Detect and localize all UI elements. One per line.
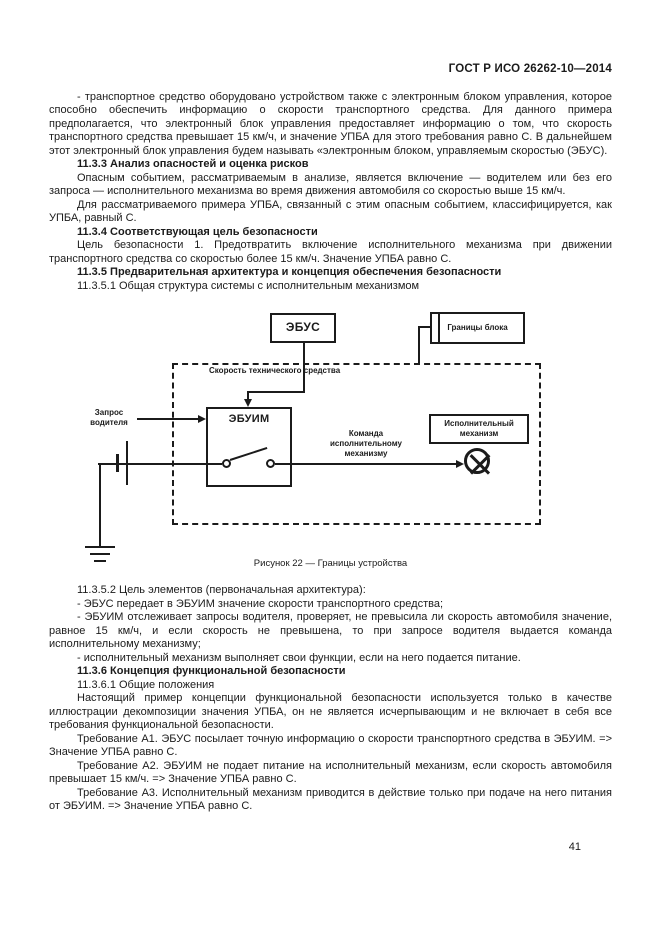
vehicle-speed-label: Скорость технического средства <box>209 366 341 375</box>
actuator-box: Исполнительный механизм <box>429 414 529 444</box>
list-item-ebus: - ЭБУС передает в ЭБУИМ значение скорост… <box>77 597 443 610</box>
driver-request-label: Запрос водителя <box>90 408 128 427</box>
paragraph-requirement-a2: Требование А2. ЭБУИМ не подает питание н… <box>49 759 612 786</box>
ebus-box-label: ЭБУС <box>285 320 321 335</box>
command-arrowhead-icon <box>456 460 464 468</box>
paragraph-safety-goal: Цель безопасности 1. Предотвратить включ… <box>49 239 612 265</box>
text-column: ГОСТ Р ИСО 26262-10—2014 - транспортное … <box>49 63 612 814</box>
ground-bar-3-icon <box>94 560 106 562</box>
speed-arrowhead-icon <box>244 399 252 407</box>
battery-long-plate-icon <box>126 441 128 485</box>
heading-11-3-6: 11.3.6 Концепция функциональной безопасн… <box>77 665 346 677</box>
driver-request-line <box>137 418 198 420</box>
ebus-arrow-stem <box>247 391 249 400</box>
paragraph-requirement-a3: Требование А3. Исполнительный механизм п… <box>49 786 612 813</box>
ground-drop-line <box>99 464 101 546</box>
ebus-box: ЭБУС <box>270 313 336 343</box>
paragraph-hazard-class: Для рассматриваемого примера УПБА, связа… <box>49 198 612 225</box>
paragraph-concept: Настоящий пример концепции функционально… <box>49 692 612 731</box>
device-boundary-dashed-rect <box>172 363 541 525</box>
ebuim-box-label: ЭБУИМ <box>228 413 270 425</box>
callout-connector-horizontal <box>418 326 430 328</box>
ebus-elbow-line <box>247 391 305 393</box>
switch-contact-right-icon <box>266 459 275 468</box>
paragraph-intro: - транспортное средство оборудовано устр… <box>49 90 612 157</box>
paragraph-11-3-6-1: 11.3.6.1 Общие положения <box>77 678 215 691</box>
paragraph-hazard-event: Опасным событием, рассматриваемым в анал… <box>49 171 612 198</box>
document-header: ГОСТ Р ИСО 26262-10—2014 <box>448 63 612 75</box>
actuator-command-label: Команда исполнительному механизму <box>330 429 402 458</box>
figure-caption: Рисунок 22 — Границы устройства <box>253 558 408 569</box>
paragraph-11-3-5-1: 11.3.5.1 Общая структура системы с испол… <box>77 279 420 292</box>
ebuim-box: ЭБУИМ <box>206 407 292 487</box>
wire-switch-to-actuator <box>275 463 456 465</box>
item-boundary-callout-label: Границы блока <box>447 323 508 332</box>
figure-22-diagram: ЭБУС Границы блока Скорость технического… <box>49 308 612 573</box>
list-item-actuator: - исполнительный механизм выполняет свои… <box>77 651 521 664</box>
callout-inner-edge <box>438 314 440 342</box>
list-item-ebuim: - ЭБУИМ отслеживает запросы водителя, пр… <box>49 611 612 650</box>
ebus-drop-line <box>303 343 305 392</box>
heading-11-3-3: 11.3.3 Анализ опасностей и оценка рисков <box>77 158 309 170</box>
heading-11-3-5: 11.3.5 Предварительная архитектура и кон… <box>77 266 502 278</box>
driver-request-arrowhead-icon <box>198 415 206 423</box>
switch-contact-left-icon <box>222 459 231 468</box>
heading-11-3-4: 11.3.4 Соответствующая цель безопасности <box>77 225 318 238</box>
item-boundary-callout-box: Границы блока <box>430 312 525 344</box>
battery-short-plate-icon <box>116 454 119 472</box>
paragraph-requirement-a1: Требование А1. ЭБУС посылает точную инфо… <box>49 732 612 759</box>
ground-bar-2-icon <box>90 553 110 555</box>
ground-bar-1-icon <box>85 546 115 548</box>
actuator-box-label: Исполнительный механизм <box>444 419 514 438</box>
page-number: 41 <box>568 841 581 853</box>
paragraph-11-3-5-2: 11.3.5.2 Цель элементов (первоначальная … <box>77 584 366 596</box>
wire-battery-to-switch <box>98 463 222 465</box>
callout-connector-vertical <box>418 326 420 364</box>
